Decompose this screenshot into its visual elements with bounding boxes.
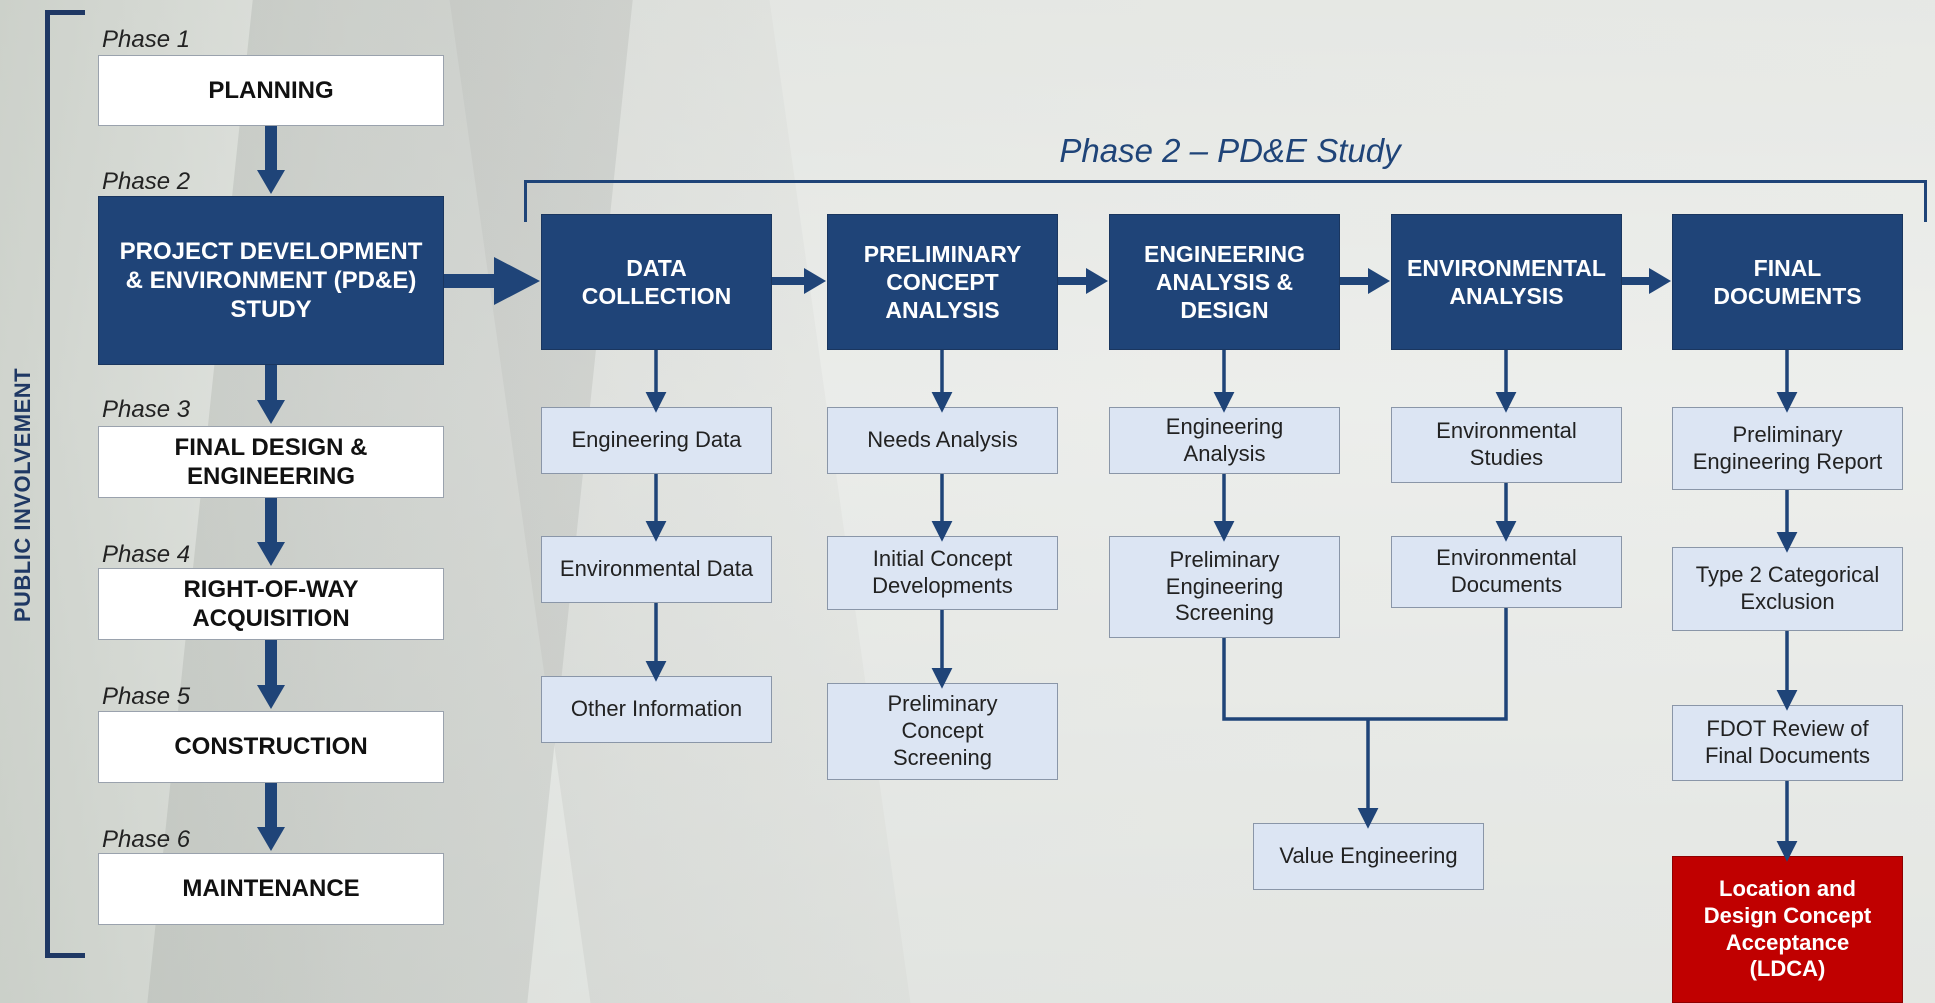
header-arrow-3-4 bbox=[1340, 268, 1390, 294]
phase-1-box: PLANNING bbox=[98, 55, 444, 126]
value-engineering-box: Value Engineering bbox=[1253, 823, 1484, 890]
environmental-documents-box: Environmental Documents bbox=[1391, 536, 1622, 608]
phase-1-label: Phase 1 bbox=[102, 26, 191, 53]
merge-connector bbox=[1222, 608, 1508, 721]
phase-arrow-4-5 bbox=[257, 640, 285, 709]
phase-6-label: Phase 6 bbox=[102, 826, 191, 853]
phase-arrow-2-3 bbox=[257, 365, 285, 424]
engineering-data-box: Engineering Data bbox=[541, 407, 772, 474]
pde-study-bracket bbox=[524, 180, 1927, 222]
other-information-box: Other Information bbox=[541, 676, 772, 743]
header-arrow-2-3 bbox=[1058, 268, 1108, 294]
phase-arrow-5-6 bbox=[257, 783, 285, 851]
phase-5-box: CONSTRUCTION bbox=[98, 711, 444, 783]
preliminary-concept-analysis-header: PRELIMINARY CONCEPT ANALYSIS bbox=[827, 214, 1058, 350]
public-involvement-bracket bbox=[45, 10, 85, 958]
ldca-box: Location and Design Concept Acceptance (… bbox=[1672, 856, 1903, 1003]
header-arrow-1-2 bbox=[772, 268, 826, 294]
type-2-categorical-exclusion-box: Type 2 Categorical Exclusion bbox=[1672, 547, 1903, 631]
phase-5-label: Phase 5 bbox=[102, 683, 191, 710]
phase-3-box: FINAL DESIGN & ENGINEERING bbox=[98, 426, 444, 498]
preliminary-concept-screening-box: Preliminary Concept Screening bbox=[827, 683, 1058, 780]
engineering-analysis-box: Engineering Analysis bbox=[1109, 407, 1340, 474]
preliminary-engineering-report-box: Preliminary Engineering Report bbox=[1672, 407, 1903, 490]
phase-4-box: RIGHT-OF-WAY ACQUISITION bbox=[98, 568, 444, 640]
phase-4-label: Phase 4 bbox=[102, 541, 191, 568]
phase-3-label: Phase 3 bbox=[102, 396, 191, 423]
fdot-review-box: FDOT Review of Final Documents bbox=[1672, 705, 1903, 781]
final-documents-header: FINAL DOCUMENTS bbox=[1672, 214, 1903, 350]
phase-6-box: MAINTENANCE bbox=[98, 853, 444, 925]
data-collection-header: DATA COLLECTION bbox=[541, 214, 772, 350]
needs-analysis-box: Needs Analysis bbox=[827, 407, 1058, 474]
pde-study-title: Phase 2 – PD&E Study bbox=[1059, 132, 1401, 169]
engineering-analysis-design-header: ENGINEERING ANALYSIS & DESIGN bbox=[1109, 214, 1340, 350]
environmental-studies-box: Environmental Studies bbox=[1391, 407, 1622, 483]
phase-2-label: Phase 2 bbox=[102, 168, 191, 195]
phase-arrow-3-4 bbox=[257, 498, 285, 566]
phase-arrow-1-2 bbox=[257, 126, 285, 194]
phase-2-box: PROJECT DEVELOPMENT & ENVIRONMENT (PD&E)… bbox=[98, 196, 444, 365]
header-arrow-4-5 bbox=[1622, 268, 1671, 294]
preliminary-engineering-screening-box: Preliminary Engineering Screening bbox=[1109, 536, 1340, 638]
phase2-to-data-collection-arrow bbox=[444, 257, 540, 305]
environmental-analysis-header: ENVIRONMENTAL ANALYSIS bbox=[1391, 214, 1622, 350]
